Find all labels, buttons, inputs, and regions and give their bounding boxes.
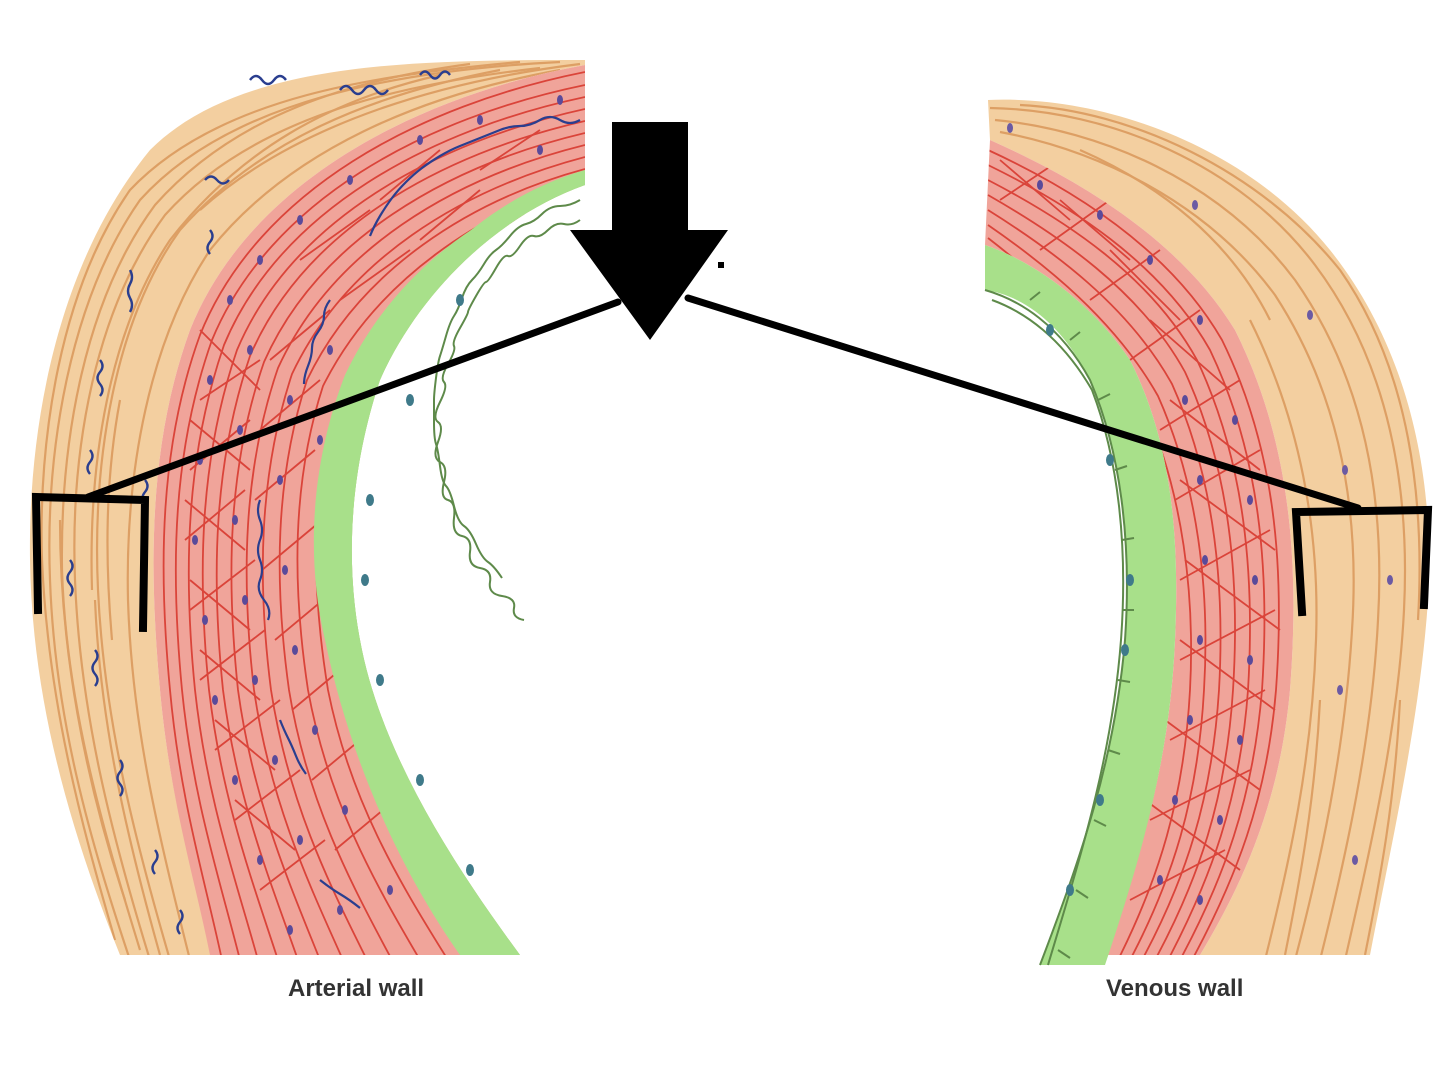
leader-line-right xyxy=(684,294,1362,512)
arterial-adventitia xyxy=(29,60,586,955)
arterial-intima xyxy=(313,170,585,955)
down-arrow-icon xyxy=(570,122,728,340)
annotation-markers xyxy=(31,122,1433,633)
small-dot xyxy=(718,262,724,268)
arterial-wall-label: Arterial wall xyxy=(288,975,425,1002)
venous-wall xyxy=(984,99,1430,966)
leader-line-left xyxy=(84,298,622,501)
arterial-wall xyxy=(29,60,586,955)
venous-media xyxy=(985,140,1294,955)
venous-adventitia xyxy=(988,99,1430,956)
bracket-right xyxy=(1291,505,1433,617)
bracket-left xyxy=(31,492,150,633)
venous-wall-label: Venous wall xyxy=(1106,975,1244,1002)
venous-intima xyxy=(984,245,1177,966)
